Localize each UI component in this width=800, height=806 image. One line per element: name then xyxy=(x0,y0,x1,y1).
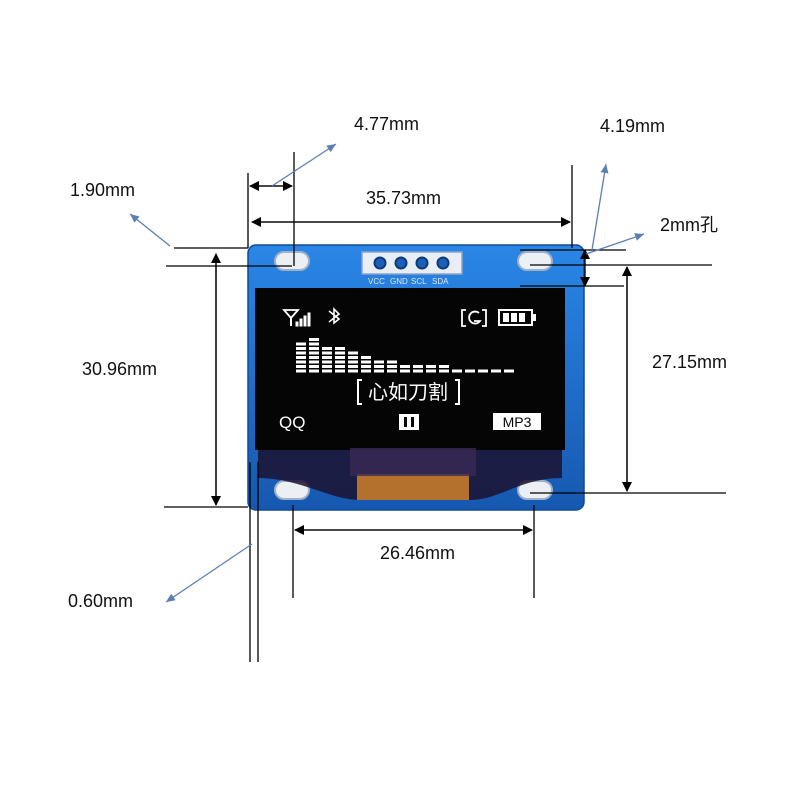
equalizer-bar xyxy=(439,365,449,373)
equalizer-bar xyxy=(426,365,436,373)
equalizer xyxy=(296,338,514,373)
equalizer-bar xyxy=(491,369,501,373)
pin-label-scl: SCL xyxy=(411,277,427,286)
dimension-lines xyxy=(164,152,726,662)
equalizer-bar xyxy=(374,360,384,373)
leader-arrows xyxy=(129,143,645,603)
equalizer-bar xyxy=(452,369,462,373)
label-hole-span-width: 35.73mm xyxy=(366,188,442,208)
label-hole-span-height: 27.15mm xyxy=(652,352,728,372)
pin-label-vcc: VCC xyxy=(368,277,385,286)
center-text: 心如刀割 xyxy=(368,381,448,404)
equalizer-bar xyxy=(322,347,332,373)
equalizer-bar xyxy=(465,369,475,373)
label-edge-offset: 1.90mm xyxy=(70,180,136,200)
pin-label-gnd: GND xyxy=(390,277,408,286)
label-board-height: 30.96mm xyxy=(82,359,158,379)
mp3-badge: MP3 xyxy=(493,413,541,430)
equalizer-bar xyxy=(348,351,358,373)
pin-header: VCC GND SCL SDA xyxy=(361,251,463,286)
label-hole-offset-x: 4.77mm xyxy=(354,114,420,134)
mounting-hole-top-right xyxy=(517,251,553,271)
battery-icon xyxy=(498,309,536,326)
pin-label-sda: SDA xyxy=(432,277,449,286)
mounting-hole-top-left xyxy=(274,251,310,271)
label-screen-width: 26.46mm xyxy=(380,543,456,563)
bluetooth-icon xyxy=(328,307,341,325)
signal-icon xyxy=(282,309,311,327)
oled-screen: 心如刀割 QQ MP3 xyxy=(255,288,565,500)
equalizer-bar xyxy=(400,365,410,373)
label-hole-size: 2mm孔 xyxy=(660,215,718,235)
center-text-frame xyxy=(357,379,460,405)
equalizer-bar xyxy=(296,342,306,373)
mp3-label: MP3 xyxy=(503,414,532,430)
equalizer-bar xyxy=(387,360,397,373)
equalizer-bar xyxy=(478,369,488,373)
pause-icon xyxy=(399,414,419,430)
equalizer-bar xyxy=(504,369,514,373)
equalizer-bar xyxy=(361,356,371,373)
equalizer-bar xyxy=(309,338,319,373)
label-thickness: 0.60mm xyxy=(68,591,134,611)
label-hole-offset-y: 4.19mm xyxy=(600,116,666,136)
g-icon xyxy=(461,309,487,327)
equalizer-bar xyxy=(335,347,345,373)
qq-label: QQ xyxy=(279,413,305,432)
flex-cable xyxy=(357,474,469,500)
equalizer-bar xyxy=(413,365,423,373)
